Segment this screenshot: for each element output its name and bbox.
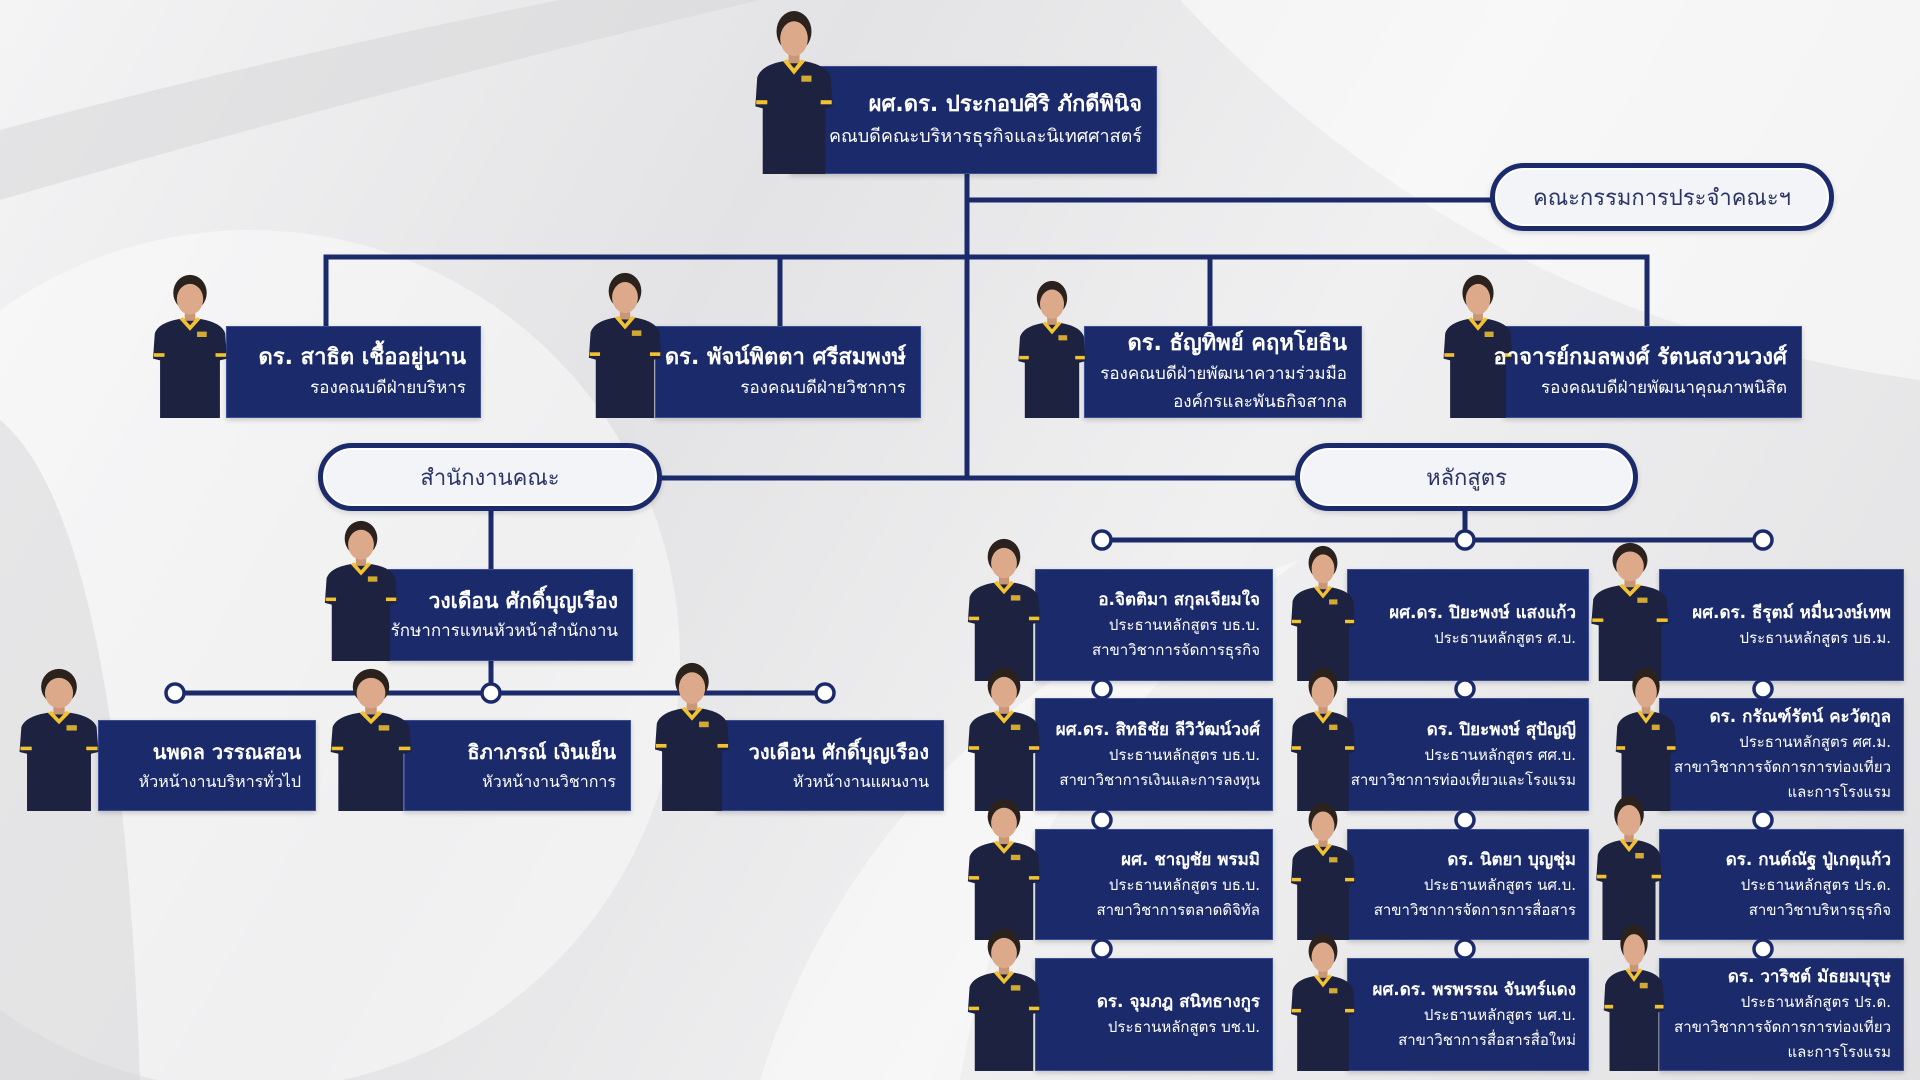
program-chair-photo — [1584, 542, 1676, 681]
staff-name: วงเดือน ศักดิ์บุญเรือง — [748, 739, 929, 764]
program-detail: สาขาวิชาการจัดการการสื่อสาร — [1373, 900, 1576, 919]
deputy-title: รองคณบดีฝ่ายวิชาการ — [740, 378, 906, 398]
office-staff-box: นพดล วรรณสอน หัวหน้างานบริหารทั่วไป — [98, 720, 316, 811]
program-box: ดร. นิตยา บุญชุ่ม ประธานหลักสูตร นศ.บ. ส… — [1347, 829, 1589, 940]
staff-title: หัวหน้างานแผนงาน — [792, 771, 929, 791]
staff-title: หัวหน้างานวิชาการ — [482, 771, 616, 791]
program-chair-name: ดร. กรัณฑ์รัตน์ คะวัตกูล — [1709, 707, 1891, 727]
program-chair-photo — [961, 798, 1047, 940]
program-detail: สาขาวิชาการสื่อสารสื่อใหม่ — [1398, 1030, 1576, 1049]
program-detail: สาขาวิชาการจัดการการท่องเที่ยว — [1674, 758, 1891, 776]
program-detail: ประธานหลักสูตร ปร.ด. — [1740, 875, 1891, 894]
program-detail: สาขาวิชาการท่องเที่ยวและโรงแรม — [1350, 770, 1576, 789]
program-chair-name: ผศ. ชาญชัย พรมมิ — [1121, 849, 1260, 870]
office-staff-box: ธิภาภรณ์ เงินเย็น หัวหน้างานวิชาการ — [404, 720, 631, 811]
program-detail: ประธานหลักสูตร ปร.ด. — [1740, 993, 1891, 1011]
program-chair-name: ผศ.ดร. สิทธิชัย ลีวิวัฒน์วงศ์ — [1055, 719, 1260, 740]
program-chair-photo — [1285, 802, 1361, 940]
deputy-name: ดร. สาธิต เชื้ออยู่นาน — [258, 345, 466, 370]
staff-photo — [323, 668, 419, 811]
staff-name: ธิภาภรณ์ เงินเย็น — [467, 739, 616, 764]
deputy-photo — [146, 274, 234, 418]
program-detail: ประธานหลักสูตร บช.บ. — [1107, 1018, 1260, 1036]
office-head-box: วงเดือน ศักดิ์บุญเรือง รักษาการแทนหัวหน้… — [388, 569, 633, 661]
program-detail: สาขาวิชาการเงินและการลงทุน — [1059, 770, 1260, 789]
program-box: ดร. กรัณฑ์รัตน์ คะวัตกูล ประธานหลักสูตร … — [1659, 698, 1904, 811]
staff-photo — [12, 668, 106, 811]
office-head-name: วงเดือน ศักดิ์บุญเรือง — [428, 589, 618, 613]
deputy-title: องค์กรและพันธกิจสากล — [1173, 392, 1347, 412]
program-detail: ประธานหลักสูตร บธ.บ. — [1108, 875, 1260, 894]
program-chair-photo — [1285, 545, 1361, 681]
program-chair-name: ดร. จุมภฎ สนิทธางกูร — [1096, 992, 1260, 1012]
program-chair-photo — [1285, 667, 1361, 811]
program-box: ดร. วาริชต์ มัธยมบุรุษ ประธานหลักสูตร ปร… — [1659, 958, 1904, 1071]
program-chair-name: ผศ.ดร. ธีรุตม์ หมื่นวงษ์เทพ — [1692, 602, 1891, 623]
program-detail: สาขาวิชาบริหารธุรกิจ — [1748, 900, 1891, 919]
program-box: ผศ. ชาญชัย พรมมิ ประธานหลักสูตร บธ.บ. สา… — [1035, 829, 1273, 940]
deputy-title: รองคณบดีฝ่ายพัฒนาความร่วมมือ — [1100, 364, 1347, 384]
committee-pill: คณะกรรมการประจำคณะฯ — [1490, 163, 1834, 231]
office-pill: สำนักงานคณะ — [318, 443, 662, 511]
office-head-title: รักษาการแทนหัวหน้าสำนักงาน — [390, 621, 618, 641]
program-chair-photo — [961, 538, 1047, 681]
program-detail: ประธานหลักสูตร นศ.บ. — [1423, 875, 1576, 894]
deputy-title: รองคณบดีฝ่ายบริหาร — [310, 378, 466, 398]
program-chair-name: อ.จิตติมา สกุลเจียมใจ — [1098, 590, 1260, 610]
program-box: ผศ.ดร. ปิยะพงษ์ แสงแก้ว ประธานหลักสูตร ศ… — [1347, 569, 1589, 681]
program-box: ผศ.ดร. ธีรุตม์ หมื่นวงษ์เทพ ประธานหลักสู… — [1659, 569, 1904, 681]
staff-name: นพดล วรรณสอน — [152, 739, 301, 764]
deputy-box: อาจารย์กมลพงศ์ รัตนสงวนวงศ์ รองคณบดีฝ่าย… — [1493, 326, 1802, 418]
deputy-photo — [1012, 280, 1092, 418]
program-box: ดร. ปิยะพงษ์ สุปัญญี ประธานหลักสูตร ศศ.บ… — [1347, 698, 1589, 811]
staff-title: หัวหน้างานบริหารทั่วไป — [138, 771, 301, 791]
program-detail: ประธานหลักสูตร ศศ.ม. — [1739, 733, 1891, 751]
staff-photo — [648, 662, 736, 811]
program-chair-photo — [1590, 795, 1668, 940]
program-chair-photo — [961, 928, 1047, 1071]
program-box: ผศ.ดร. พรพรรณ จันทร์แดง ประธานหลักสูตร น… — [1347, 958, 1589, 1071]
deputy-name: ดร. พัจน์พิตตา ศรีสมพงษ์ — [664, 345, 906, 370]
program-box: ดร. จุมภฎ สนิทธางกูร ประธานหลักสูตร บช.บ… — [1035, 958, 1273, 1071]
program-chair-name: ผศ.ดร. พรพรรณ จันทร์แดง — [1372, 979, 1576, 1000]
deputy-name: ดร. ธัญทิพย์ คฤหโยธิน — [1127, 331, 1347, 356]
program-box: ผศ.ดร. สิทธิชัย ลีวิวัฒน์วงศ์ ประธานหลัก… — [1035, 698, 1273, 811]
deputy-box: ดร. สาธิต เชื้ออยู่นาน รองคณบดีฝ่ายบริหา… — [226, 326, 481, 418]
program-chair-name: ดร. วาริชต์ มัธยมบุรุษ — [1727, 967, 1891, 987]
deputy-photo — [582, 272, 668, 418]
program-chair-photo — [961, 667, 1047, 811]
dean-title: คณบดีคณะบริหารธุรกิจและนิเทศศาสตร์ — [828, 126, 1142, 147]
program-detail: ประธานหลักสูตร บธ.บ. — [1108, 745, 1260, 764]
program-box: ดร. กนต์ณัฐ ปู่เกตุแก้ว ประธานหลักสูตร ป… — [1659, 829, 1904, 940]
program-chair-photo — [1598, 924, 1670, 1071]
program-detail: และการโรงแรม — [1787, 783, 1891, 801]
program-detail: ประธานหลักสูตร ศ.บ. — [1434, 628, 1576, 647]
program-chair-name: ดร. นิตยา บุญชุ่ม — [1447, 849, 1576, 870]
program-chair-name: ผศ.ดร. ปิยะพงษ์ แสงแก้ว — [1389, 602, 1576, 623]
deputy-name: อาจารย์กมลพงศ์ รัตนสงวนวงศ์ — [1493, 345, 1787, 370]
deputy-box: ดร. พัจน์พิตตา ศรีสมพงษ์ รองคณบดีฝ่ายวิช… — [655, 326, 921, 418]
program-detail: สาขาวิชาการจัดการธุรกิจ — [1091, 641, 1260, 659]
program-detail: ประธานหลักสูตร บธ.ม. — [1739, 628, 1891, 647]
deputy-box: ดร. ธัญทิพย์ คฤหโยธิน รองคณบดีฝ่ายพัฒนาค… — [1084, 326, 1362, 418]
dean-name: ผศ.ดร. ประกอบศิริ ภักดีพินิจ — [868, 92, 1142, 117]
program-detail: ประธานหลักสูตร ศศ.บ. — [1424, 745, 1576, 764]
program-detail: ประธานหลักสูตร นศ.บ. — [1423, 1005, 1576, 1024]
program-chair-name: ดร. กนต์ณัฐ ปู่เกตุแก้ว — [1725, 849, 1891, 870]
program-box: อ.จิตติมา สกุลเจียมใจ ประธานหลักสูตร บธ.… — [1035, 569, 1273, 681]
dean-box: ผศ.ดร. ประกอบศิริ ภักดีพินิจ คณบดีคณะบริ… — [790, 66, 1157, 174]
office-staff-box: วงเดือน ศักดิ์บุญเรือง หัวหน้างานแผนงาน — [716, 720, 944, 811]
program-chair-photo — [1285, 933, 1361, 1071]
program-chair-name: ดร. ปิยะพงษ์ สุปัญญี — [1426, 719, 1576, 740]
program-detail: ประธานหลักสูตร บธ.บ. — [1108, 616, 1260, 634]
program-detail: สาขาวิชาการตลาดดิจิทัล — [1096, 900, 1260, 919]
programs-pill: หลักสูตร — [1295, 443, 1638, 511]
program-detail: สาขาวิชาการจัดการการท่องเที่ยว — [1674, 1018, 1891, 1036]
deputy-title: รองคณบดีฝ่ายพัฒนาคุณภาพนิสิต — [1541, 378, 1787, 398]
program-detail: และการโรงแรม — [1787, 1043, 1891, 1061]
